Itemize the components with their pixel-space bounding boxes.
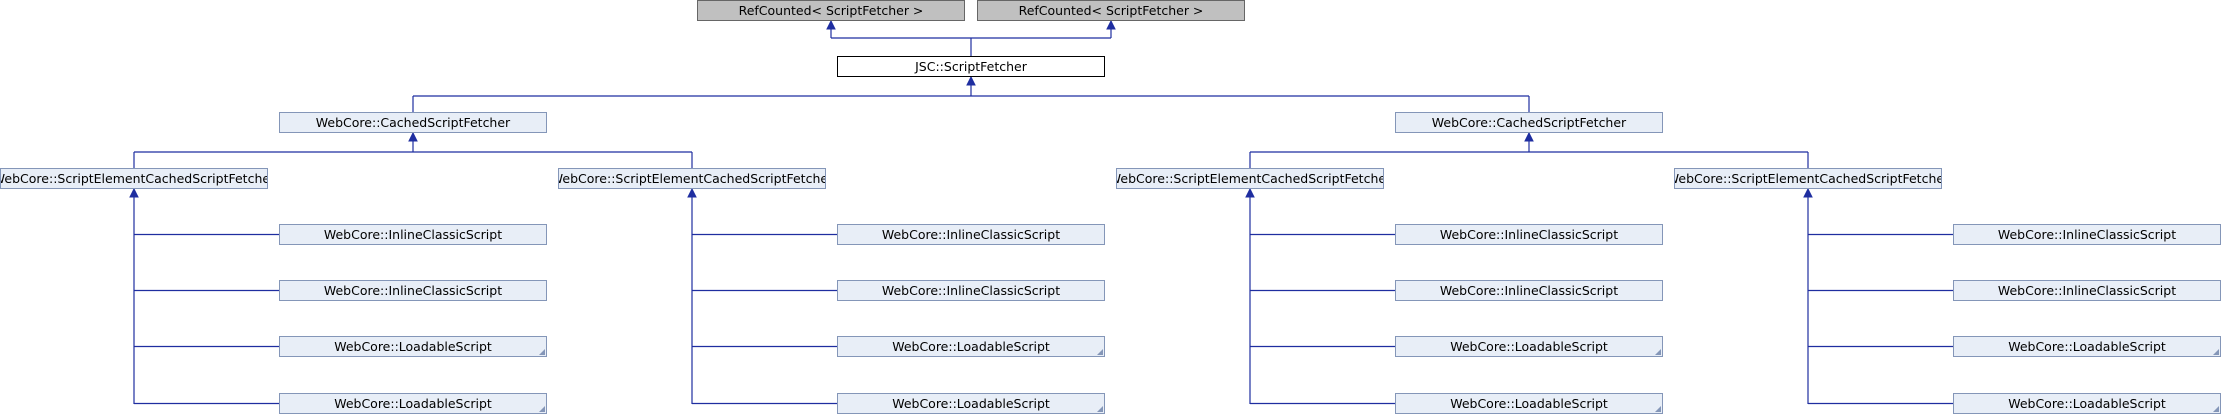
arrowhead [1524, 131, 1534, 142]
node-inline-classic-script[interactable]: WebCore::InlineClassicScript [1395, 224, 1663, 245]
node-loadable-script[interactable]: WebCore::LoadableScript [1953, 336, 2221, 357]
arrowhead [408, 131, 418, 142]
node-inline-classic-script[interactable]: WebCore::InlineClassicScript [1395, 280, 1663, 301]
arrowhead [687, 187, 697, 198]
node-script-element-cached-script-fetcher-4[interactable]: WebCore::ScriptElementCachedScriptFetche… [1674, 168, 1942, 189]
arrowhead [1245, 187, 1255, 198]
node-loadable-script[interactable]: WebCore::LoadableScript [1395, 336, 1663, 357]
node-loadable-script[interactable]: WebCore::LoadableScript [837, 393, 1105, 414]
node-inline-classic-script[interactable]: WebCore::InlineClassicScript [279, 280, 547, 301]
node-cached-script-fetcher-right[interactable]: WebCore::CachedScriptFetcher [1395, 112, 1663, 133]
node-loadable-script[interactable]: WebCore::LoadableScript [279, 336, 547, 357]
arrowhead [966, 75, 976, 86]
node-script-fetcher: JSC::ScriptFetcher [837, 56, 1105, 77]
node-script-element-cached-script-fetcher-1[interactable]: WebCore::ScriptElementCachedScriptFetche… [0, 168, 268, 189]
node-refcounted-right[interactable]: RefCounted< ScriptFetcher > [977, 0, 1245, 21]
arrowhead [826, 19, 836, 30]
arrowhead [1803, 187, 1813, 198]
node-loadable-script[interactable]: WebCore::LoadableScript [1953, 393, 2221, 414]
node-loadable-script[interactable]: WebCore::LoadableScript [1395, 393, 1663, 414]
node-script-element-cached-script-fetcher-3[interactable]: WebCore::ScriptElementCachedScriptFetche… [1116, 168, 1384, 189]
node-inline-classic-script[interactable]: WebCore::InlineClassicScript [1953, 224, 2221, 245]
node-script-element-cached-script-fetcher-2[interactable]: WebCore::ScriptElementCachedScriptFetche… [558, 168, 826, 189]
node-refcounted-left[interactable]: RefCounted< ScriptFetcher > [697, 0, 965, 21]
node-loadable-script[interactable]: WebCore::LoadableScript [837, 336, 1105, 357]
node-cached-script-fetcher-left[interactable]: WebCore::CachedScriptFetcher [279, 112, 547, 133]
node-inline-classic-script[interactable]: WebCore::InlineClassicScript [837, 280, 1105, 301]
node-inline-classic-script[interactable]: WebCore::InlineClassicScript [279, 224, 547, 245]
node-loadable-script[interactable]: WebCore::LoadableScript [279, 393, 547, 414]
arrowhead [129, 187, 139, 198]
arrowhead [1106, 19, 1116, 30]
node-inline-classic-script[interactable]: WebCore::InlineClassicScript [837, 224, 1105, 245]
node-inline-classic-script[interactable]: WebCore::InlineClassicScript [1953, 280, 2221, 301]
